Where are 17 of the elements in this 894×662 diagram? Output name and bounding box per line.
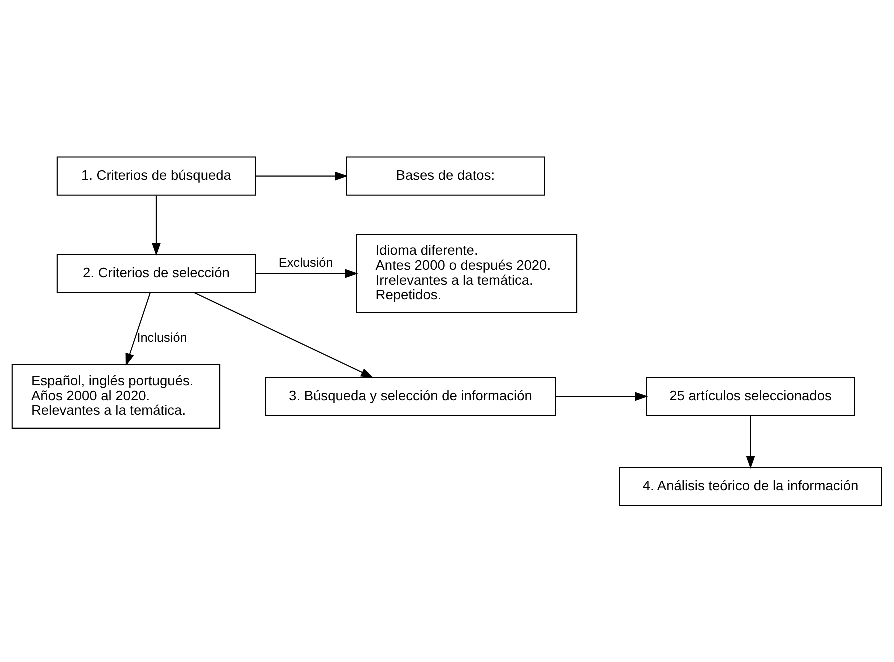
arrow (556, 392, 648, 401)
arrow (152, 195, 161, 256)
node-box: 2. Criterios de selección (56, 254, 256, 293)
node-box: 1. Criterios de búsqueda (56, 156, 256, 196)
node-box: Idioma diferente. Antes 2000 o después 2020. Irrelevantes a la temática. Repetidos. (356, 234, 578, 313)
arrow (746, 415, 756, 469)
node-box: Bases de datos: (346, 156, 546, 196)
arrow (194, 292, 374, 378)
arrow (256, 268, 358, 278)
node-box: 3. Búsqueda y selección de información (265, 376, 556, 416)
arrow (126, 292, 151, 366)
edge-label: Exclusión (278, 254, 334, 270)
node-box: 25 artículos seleccionados (646, 376, 856, 416)
node-box: Español, inglés portugués. Años 2000 al 2020. Relevantes a la temática. (12, 364, 221, 428)
arrow (256, 171, 348, 180)
edge-label: Inclusión (137, 330, 188, 345)
node-box: 4. Análisis teórico de la información (619, 466, 882, 506)
